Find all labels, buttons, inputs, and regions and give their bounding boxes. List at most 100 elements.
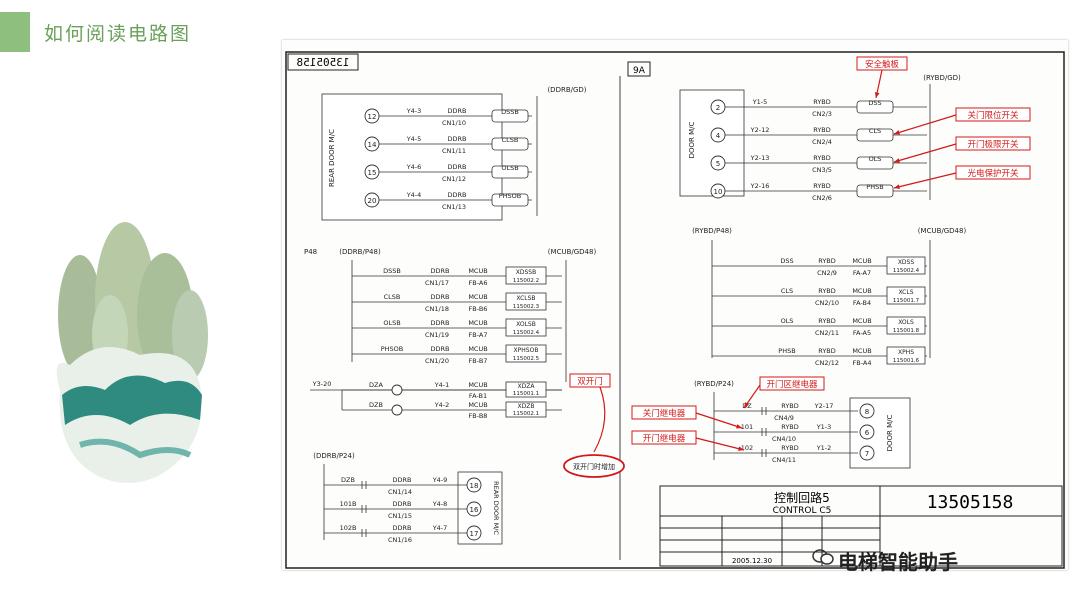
annotation-zone-relay-box	[759, 376, 825, 391]
front-mcub-input-label: XDSS	[898, 259, 915, 266]
front-mcub-input-label: XPHS	[898, 349, 914, 356]
annotation-open-limit: 开门极限开关	[967, 139, 1019, 150]
annotation-photo-eye-box	[955, 165, 1031, 180]
slide-title-bar: 如何阅读电路图	[0, 12, 220, 52]
front-door-wire-label: Y2-13	[750, 154, 770, 162]
rear-mcub-relay-label: DDRB	[431, 293, 450, 301]
front-mcub-relay-label: RYBD	[818, 287, 836, 295]
rear-relay-pin-label: 18	[470, 482, 479, 490]
rear-door-switch-label: DSSB	[501, 108, 519, 116]
rear-door-switch-box	[491, 193, 529, 207]
rear-mcub-conn-label: CN1/18	[425, 305, 449, 313]
annotation-zone-relay: 开门区继电器	[766, 379, 818, 390]
rear-relay-wire-label: Y4-9	[432, 476, 448, 484]
front-relay-pin-label: 6	[865, 429, 870, 437]
rear-door-conn-label: CN1/10	[442, 119, 466, 127]
front-mcub-input-box	[886, 286, 926, 305]
front-mcub-ref-label: 115001.6	[893, 358, 920, 364]
sheet-date: 2005.12.30	[732, 557, 772, 565]
arrow-close-limit-head	[894, 130, 900, 135]
rear-mcub-mcub-label: MCUB	[468, 345, 487, 353]
zone-signal-label: DZA	[369, 381, 383, 389]
rear-mcub-input-label: XCLSB	[516, 295, 535, 302]
zone-fb-label: FA-B1	[469, 392, 487, 400]
rear-door-bus-label: (DDRB/GD)	[547, 86, 586, 94]
cactus-illustration	[56, 222, 208, 484]
annotation-circle-ring	[563, 454, 625, 478]
rear-door-switch-label: OLSB	[501, 164, 518, 172]
rear-door-wire-label: Y4-3	[406, 107, 422, 115]
zone-fb-label: FB-B8	[469, 412, 488, 420]
rear-mcub-input-box	[505, 292, 547, 311]
annotation-safety-edge: 安全触板	[865, 59, 900, 70]
rear-door-mc-label: REAR DOOR M/C	[328, 129, 336, 187]
rear-door-conn-label: CN1/12	[442, 175, 466, 183]
rear-mcub-mcub-label: MCUB	[468, 319, 487, 327]
rear-mcub-conn-label: CN1/19	[425, 331, 449, 339]
front-door-conn-label: CN3/5	[812, 166, 832, 174]
rear-mcub-signal-label: OLSB	[383, 319, 400, 327]
front-relay-signal-label: 102	[741, 444, 753, 452]
front-mcub-ref-label: 115001.7	[893, 298, 920, 304]
front-mcub-signal-label: CLS	[781, 287, 793, 295]
front-mcub-conn-label: CN2/12	[815, 359, 839, 367]
rear-mcub-signal-label: DSSB	[383, 267, 401, 275]
front-mcub-input-box	[886, 256, 926, 275]
rear-relay-pin-label: 17	[470, 530, 479, 538]
front-mcub-input-label: XCLS	[898, 289, 913, 296]
rear-door-switch-box	[491, 109, 529, 123]
rear-mcub-relay-label: DDRB	[431, 267, 450, 275]
rear-door-relay-label: DDRB	[448, 163, 467, 171]
rear-mcub-fb-label: FB-B7	[469, 357, 488, 365]
annotation-open-relay-box	[631, 430, 697, 445]
arrow-open-relay-head	[738, 446, 744, 451]
front-mcub-fb-label: FA-B4	[853, 299, 871, 307]
arrow-close-relay	[695, 412, 743, 429]
rear-relay-pin-circle	[466, 501, 482, 517]
annotation-double-door-box	[569, 373, 611, 388]
rear-door-wire-label: Y4-5	[406, 135, 422, 143]
rear-relay-wire-label: Y4-7	[432, 524, 448, 532]
front-relay-mc-label: DOOR M/C	[886, 415, 894, 452]
arrow-double-door	[593, 386, 606, 453]
rear-mcub-input-box	[505, 344, 547, 363]
front-mcub-mcub-label: MCUB	[852, 347, 871, 355]
arrow-photo-eye	[893, 172, 957, 189]
rear-door-relay-label: DDRB	[448, 107, 467, 115]
mirrored-sheet-number: 13505158	[297, 56, 350, 69]
front-mcub-input-label: XOLS	[898, 319, 914, 326]
front-door-pin-label: 5	[716, 160, 720, 168]
arrow-zone-relay-head	[744, 402, 750, 408]
front-relay-relay-label: RYBD	[781, 444, 799, 452]
annotation-close-relay-box	[631, 405, 697, 420]
arrow-safety-edge-head	[874, 92, 880, 98]
front-mcub-mcub-label: MCUB	[852, 317, 871, 325]
rear-relay-mc-label: REAR DOOR M/C	[492, 481, 500, 535]
zone-relay-circle	[391, 384, 403, 396]
front-relay-pin-circle	[859, 445, 875, 461]
rear-door-switch-box	[491, 165, 529, 179]
rear-relay-bus-label: (DDRB/P24)	[313, 452, 355, 460]
annotation-open-limit-box	[955, 136, 1031, 151]
rear-mcub-fb-label: FB-B6	[469, 305, 488, 313]
front-mcub-signal-label: OLS	[781, 317, 794, 325]
drawing-number: 13505158	[927, 492, 1014, 513]
rear-relay-relay-label: DDRB	[393, 524, 412, 532]
rear-relay-wire-label: Y4-8	[432, 500, 448, 508]
front-mcub-mcub-label: MCUB	[852, 257, 871, 265]
zone-input-box	[505, 381, 547, 398]
rear-door-pin-label: 15	[368, 169, 377, 177]
front-relay-conn-label: CN4/9	[774, 414, 794, 422]
rear-mcub-input-box	[505, 266, 547, 285]
arrow-close-limit	[893, 114, 957, 135]
rear-mcub-fb-label: FB-A7	[469, 331, 488, 339]
front-mcub-input-box	[886, 316, 926, 335]
front-mcub-fb-label: FB-A4	[853, 359, 872, 367]
rear-mcub-input-label: XPHSOB	[514, 347, 539, 354]
rear-relay-conn-label: CN1/15	[388, 512, 412, 520]
rear-relay-signal-label: 101B	[340, 500, 357, 508]
rear-door-pin-label: 20	[368, 197, 377, 205]
annotation-photo-eye: 光电保护开关	[967, 168, 1019, 179]
arrow-close-relay-head	[736, 424, 742, 429]
